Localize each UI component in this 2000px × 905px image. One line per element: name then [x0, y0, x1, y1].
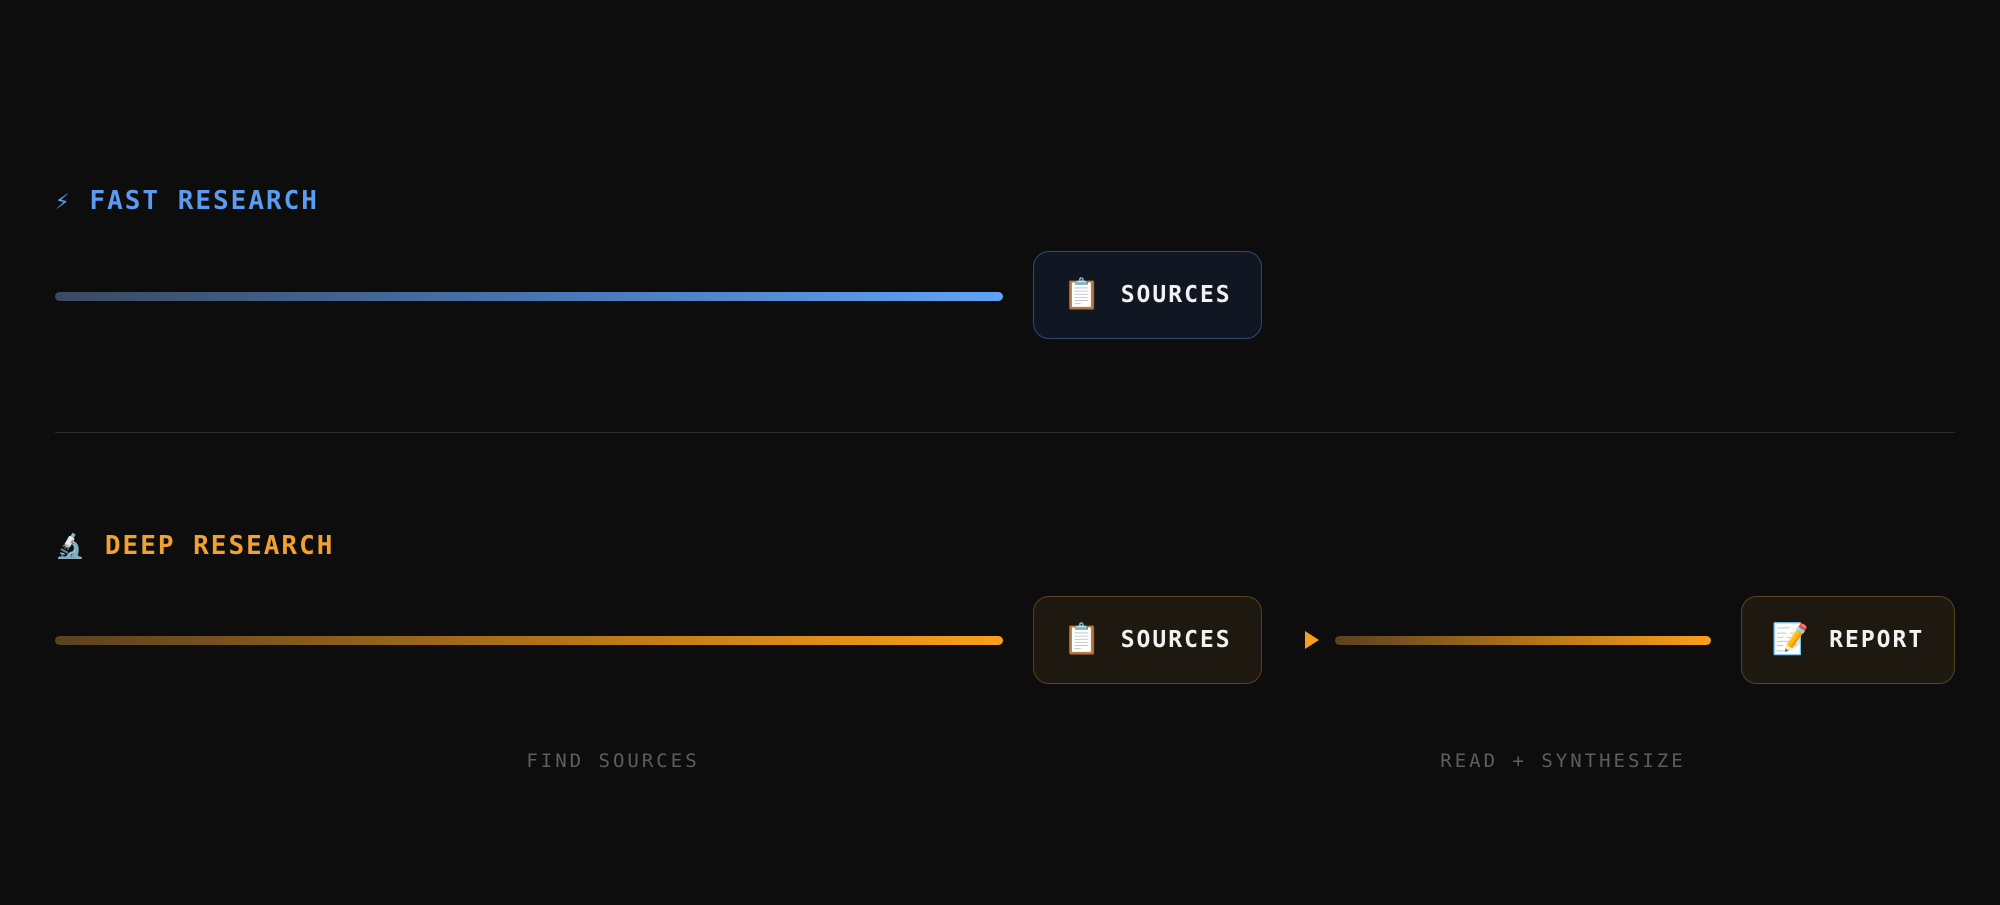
- stage-label-find-sources: FIND SOURCES: [526, 750, 700, 772]
- microscope-icon: 🔬: [55, 532, 87, 560]
- clipboard-icon: 📋: [1063, 277, 1103, 312]
- fast-research-label: FAST RESEARCH: [89, 186, 319, 216]
- fast-sources-node: 📋 SOURCES: [1033, 251, 1262, 339]
- fast-progress-bar: [55, 292, 1003, 301]
- deep-report-label: REPORT: [1829, 627, 1925, 653]
- section-divider: [55, 432, 1955, 433]
- deep-synthesize-bar: [1335, 636, 1711, 645]
- stage-label-read-synthesize: READ + SYNTHESIZE: [1440, 750, 1686, 772]
- deep-sources-node: 📋 SOURCES: [1033, 596, 1262, 684]
- memo-icon: 📝: [1771, 622, 1812, 657]
- lightning-icon: ⚡: [55, 187, 72, 215]
- deep-research-title: 🔬 DEEP RESEARCH: [55, 531, 334, 561]
- fast-sources-label: SOURCES: [1120, 282, 1232, 308]
- play-arrow-icon: [1305, 631, 1319, 649]
- deep-sources-label: SOURCES: [1120, 627, 1232, 653]
- deep-research-label: DEEP RESEARCH: [104, 531, 335, 561]
- deep-find-sources-bar: [55, 636, 1003, 645]
- clipboard-icon: 📋: [1063, 622, 1103, 657]
- deep-report-node: 📝 REPORT: [1741, 596, 1955, 684]
- fast-research-title: ⚡ FAST RESEARCH: [55, 186, 319, 216]
